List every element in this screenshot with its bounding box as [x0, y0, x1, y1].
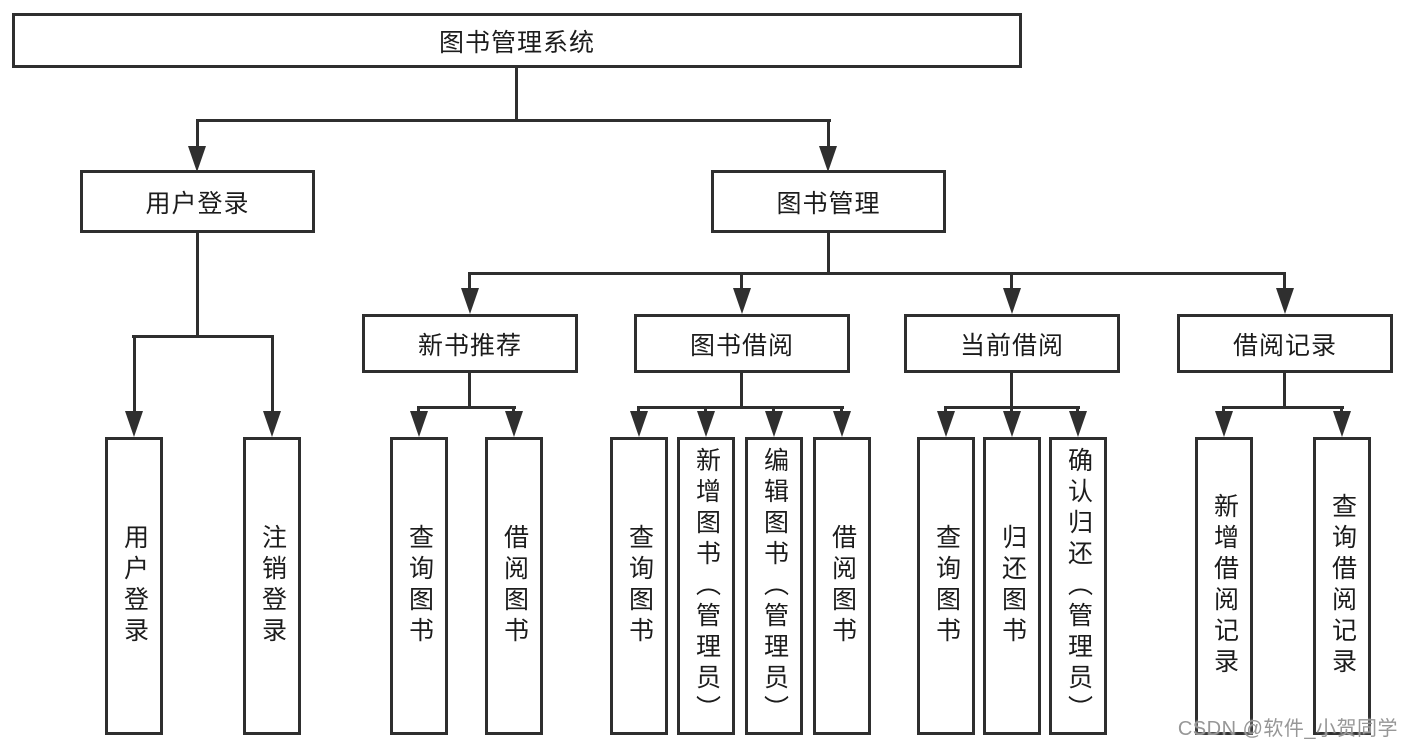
- node-label: 图书管理系统: [438, 28, 595, 57]
- connector-user-login-stub: [196, 119, 199, 148]
- leaf-recommend-borrow-books: 借阅图书: [485, 437, 543, 735]
- connector-leaf-stub: [1010, 406, 1013, 414]
- leaf-borrow-add-books-admin: 新增图书（管理员）: [677, 437, 735, 735]
- connector-groupE-branch: [1222, 406, 1344, 409]
- node-borrow-records: 借阅记录: [1177, 314, 1393, 373]
- connector-groupB-branch: [417, 406, 516, 409]
- connector-borrow-down: [740, 373, 743, 409]
- leaf-label: 查询图书: [625, 524, 654, 648]
- connector-arrowhead: [833, 411, 851, 437]
- connector-level3-branch: [468, 272, 1286, 275]
- leaf-borrow-query-books: 查询图书: [610, 437, 668, 735]
- node-current-borrow: 当前借阅: [904, 314, 1120, 373]
- connector-groupA-branch: [132, 335, 273, 338]
- connector-node-stub: [1283, 272, 1286, 290]
- connector-leaf-stub: [133, 335, 136, 413]
- connector-arrowhead: [1003, 411, 1021, 437]
- connector-arrowhead: [1215, 411, 1233, 437]
- node-label: 图书管理: [776, 189, 881, 218]
- connector-leaf-stub: [944, 406, 947, 414]
- leaf-label: 新增借阅记录: [1210, 493, 1239, 679]
- connector-book-mgmt-down: [827, 233, 830, 275]
- connector-arrowhead: [461, 288, 479, 314]
- node-library-system: 图书管理系统: [12, 13, 1022, 68]
- connector-arrowhead: [1276, 288, 1294, 314]
- connector-current-down: [1010, 373, 1013, 409]
- connector-leaf-stub: [271, 335, 274, 413]
- connector-leaf-stub: [637, 406, 640, 414]
- leaf-label: 借阅图书: [828, 524, 857, 648]
- leaf-label: 新增图书（管理员）: [692, 446, 721, 726]
- node-label: 借阅记录: [1232, 331, 1337, 360]
- connector-arrowhead: [263, 411, 281, 437]
- leaf-label: 借阅图书: [500, 524, 529, 648]
- node-book-borrow: 图书借阅: [634, 314, 850, 373]
- node-user-login: 用户登录: [80, 170, 315, 233]
- connector-arrowhead: [188, 146, 206, 172]
- connector-root-stub: [515, 68, 518, 122]
- connector-user-login-down: [196, 233, 199, 338]
- node-label: 新书推荐: [417, 331, 522, 360]
- connector-book-mgmt-stub: [827, 119, 830, 148]
- connector-leaf-stub: [1076, 406, 1079, 414]
- node-label: 用户登录: [145, 189, 250, 218]
- leaf-label: 编辑图书（管理员）: [760, 446, 789, 726]
- connector-leaf-stub: [840, 406, 843, 414]
- leaf-current-return-books: 归还图书: [983, 437, 1041, 735]
- connector-arrowhead: [1333, 411, 1351, 437]
- leaf-current-query-books: 查询图书: [917, 437, 975, 735]
- leaf-borrow-borrow-books: 借阅图书: [813, 437, 871, 735]
- leaf-label: 确认归还（管理员）: [1064, 446, 1093, 726]
- connector-leaf-stub: [772, 406, 775, 414]
- connector-records-down: [1283, 373, 1286, 409]
- connector-arrowhead: [733, 288, 751, 314]
- connector-arrowhead: [505, 411, 523, 437]
- connector-leaf-stub: [417, 406, 420, 414]
- leaf-recommend-query-books: 查询图书: [390, 437, 448, 735]
- watermark: CSDN @软件_小贺同学: [1177, 718, 1398, 740]
- connector-node-stub: [1010, 272, 1013, 290]
- connector-leaf-stub: [704, 406, 707, 414]
- node-label: 当前借阅: [959, 331, 1064, 360]
- leaf-current-confirm-return-admin: 确认归还（管理员）: [1049, 437, 1107, 735]
- leaf-logout: 注销登录: [243, 437, 301, 735]
- connector-arrowhead: [937, 411, 955, 437]
- leaf-label: 用户登录: [120, 524, 149, 648]
- connector-level2-branch: [196, 119, 831, 122]
- leaf-label: 查询借阅记录: [1328, 493, 1357, 679]
- leaf-records-query-record: 查询借阅记录: [1313, 437, 1371, 735]
- connector-arrowhead: [630, 411, 648, 437]
- node-new-book-recommend: 新书推荐: [362, 314, 578, 373]
- node-book-management: 图书管理: [711, 170, 946, 233]
- connector-arrowhead: [1069, 411, 1087, 437]
- leaf-user-login: 用户登录: [105, 437, 163, 735]
- leaf-borrow-edit-books-admin: 编辑图书（管理员）: [745, 437, 803, 735]
- connector-arrowhead: [410, 411, 428, 437]
- connector-arrowhead: [697, 411, 715, 437]
- connector-arrowhead: [1003, 288, 1021, 314]
- connector-arrowhead: [819, 146, 837, 172]
- connector-node-stub: [740, 272, 743, 290]
- connector-leaf-stub: [1340, 406, 1343, 414]
- connector-leaf-stub: [1222, 406, 1225, 414]
- connector-arrowhead: [125, 411, 143, 437]
- connector-recommend-down: [468, 373, 471, 409]
- leaf-label: 查询图书: [405, 524, 434, 648]
- node-label: 图书借阅: [689, 331, 794, 360]
- connector-arrowhead: [765, 411, 783, 437]
- leaf-label: 归还图书: [998, 524, 1027, 648]
- leaf-label: 查询图书: [932, 524, 961, 648]
- connector-leaf-stub: [512, 406, 515, 414]
- leaf-records-add-record: 新增借阅记录: [1195, 437, 1253, 735]
- connector-node-stub: [468, 272, 471, 290]
- connector-groupC-branch: [637, 406, 844, 409]
- leaf-label: 注销登录: [258, 524, 287, 648]
